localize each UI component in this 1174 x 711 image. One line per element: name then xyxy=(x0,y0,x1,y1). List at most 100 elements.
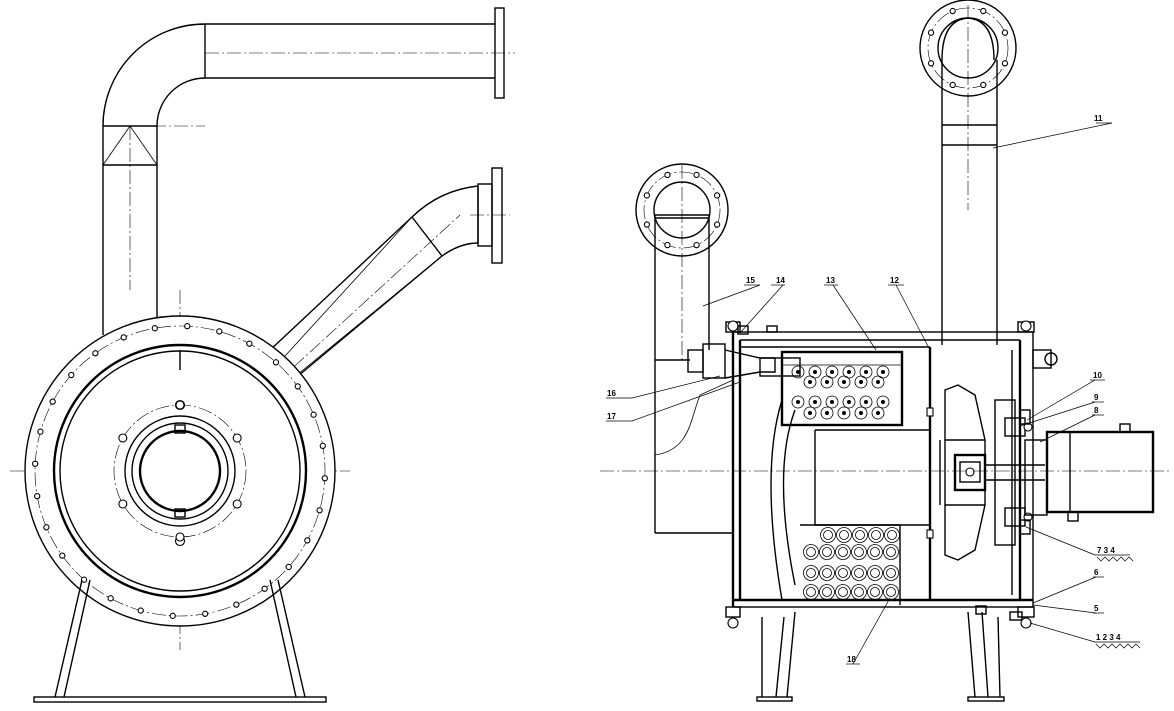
heater-tube-inner xyxy=(806,568,816,578)
heater-tube xyxy=(859,395,873,409)
flange-bolt xyxy=(713,221,721,228)
heater-tube-inner xyxy=(806,547,816,557)
flange-bolt xyxy=(1001,60,1009,67)
rim-bolt xyxy=(184,323,191,330)
rim-bolt xyxy=(202,610,209,617)
rim-bolt xyxy=(80,576,88,583)
top-pipe-flange xyxy=(494,7,505,99)
hub-bolt xyxy=(175,532,185,542)
rim-bolt xyxy=(294,383,301,390)
callout-leaders xyxy=(606,122,1140,665)
heater-tube xyxy=(842,395,856,409)
heater-tube xyxy=(884,527,900,543)
callout-15: 15 xyxy=(746,276,755,285)
inner-chamber xyxy=(770,347,934,601)
heater-tube-inner xyxy=(838,568,848,578)
discharge-pipe xyxy=(919,0,1017,345)
flange-bolt xyxy=(664,241,671,249)
heater-tube xyxy=(835,584,851,600)
front-view xyxy=(10,7,515,703)
heater-tube-core xyxy=(796,400,800,404)
rim-bolt xyxy=(151,325,158,332)
rim-bolt xyxy=(319,442,326,449)
heater-tube-core xyxy=(796,370,800,374)
heater-tube-inner xyxy=(839,530,849,540)
hub-bolt xyxy=(118,499,128,509)
heater-tube xyxy=(791,365,805,379)
heater-tube-core xyxy=(808,380,812,384)
callout-13: 13 xyxy=(826,276,835,285)
heater-tube xyxy=(803,565,819,581)
heater-tube xyxy=(825,395,839,409)
heater-tube-inner xyxy=(886,568,896,578)
heater-tube xyxy=(871,406,885,420)
heater-tube-bank-upper xyxy=(780,350,904,427)
motor xyxy=(1024,423,1155,522)
rim-bolt xyxy=(120,334,127,341)
hub-bolt xyxy=(232,499,242,509)
callout-16: 16 xyxy=(607,389,616,398)
heater-tube-core xyxy=(830,370,834,374)
angled-pipe-centerline xyxy=(179,214,461,472)
rim-bolt xyxy=(92,350,99,357)
rim-bolt xyxy=(68,371,75,379)
heater-tube-inner xyxy=(886,547,896,557)
rim-bolt xyxy=(107,595,114,602)
heater-tube xyxy=(825,365,839,379)
heater-tube-inner xyxy=(887,530,897,540)
section-view: 11 15 14 13 12 10 9 8 7 3 4 6 5 1 2 3 4 … xyxy=(600,0,1170,702)
discharge-flange-bolts xyxy=(927,7,1009,89)
rim-bolt xyxy=(137,607,144,614)
heater-tube-inner xyxy=(854,587,864,597)
front-view-stand xyxy=(33,579,327,703)
flange-bolt xyxy=(1001,29,1009,36)
heater-tube-inner xyxy=(822,587,832,597)
heater-tube xyxy=(836,527,852,543)
heater-tube xyxy=(867,565,883,581)
heater-tube xyxy=(837,375,851,389)
rim-bolt xyxy=(261,585,268,592)
callout-11: 11 xyxy=(1094,114,1103,123)
heater-tube xyxy=(808,365,822,379)
flange-bolt xyxy=(949,81,956,89)
heater-tube xyxy=(883,584,899,600)
section-view-stand xyxy=(756,611,1005,702)
flange-bolt xyxy=(693,171,700,179)
heater-tube xyxy=(820,375,834,389)
inlet-pipe xyxy=(635,163,734,534)
hub-bolt xyxy=(232,433,242,443)
angled-pipe-flange xyxy=(491,167,503,264)
heater-tube-core xyxy=(876,411,880,415)
rim-bolt xyxy=(59,552,66,559)
rim-bolt xyxy=(246,340,253,347)
heater-tube xyxy=(868,527,884,543)
heater-tube-core xyxy=(813,400,817,404)
bolt-circle xyxy=(34,325,326,617)
heater-tube-core xyxy=(842,411,846,415)
heater-tube-inner xyxy=(822,568,832,578)
heater-tube xyxy=(859,365,873,379)
heater-tube xyxy=(820,527,836,543)
callout-9: 9 xyxy=(1094,393,1099,402)
heater-tube-core xyxy=(881,370,885,374)
heater-tube xyxy=(803,584,819,600)
heater-tube xyxy=(835,565,851,581)
hub-bolt xyxy=(118,433,128,443)
inlet-flange-bolts xyxy=(643,171,721,249)
callout-14: 14 xyxy=(776,276,785,285)
callout-17: 17 xyxy=(607,412,616,421)
heater-tube-core xyxy=(876,380,880,384)
heater-tube xyxy=(803,544,819,560)
heater-tube xyxy=(876,365,890,379)
heater-tube xyxy=(835,544,851,560)
heater-tube xyxy=(803,375,817,389)
flange-bolt xyxy=(693,241,700,249)
callout-6: 6 xyxy=(1094,568,1099,577)
heater-tube xyxy=(852,527,868,543)
heater-tube xyxy=(820,406,834,420)
callout-18: 18 xyxy=(847,655,856,664)
heater-tube-inner xyxy=(823,530,833,540)
heater-tube-inner xyxy=(870,568,880,578)
heater-tube-inner xyxy=(870,587,880,597)
rim-bolt xyxy=(169,612,176,619)
